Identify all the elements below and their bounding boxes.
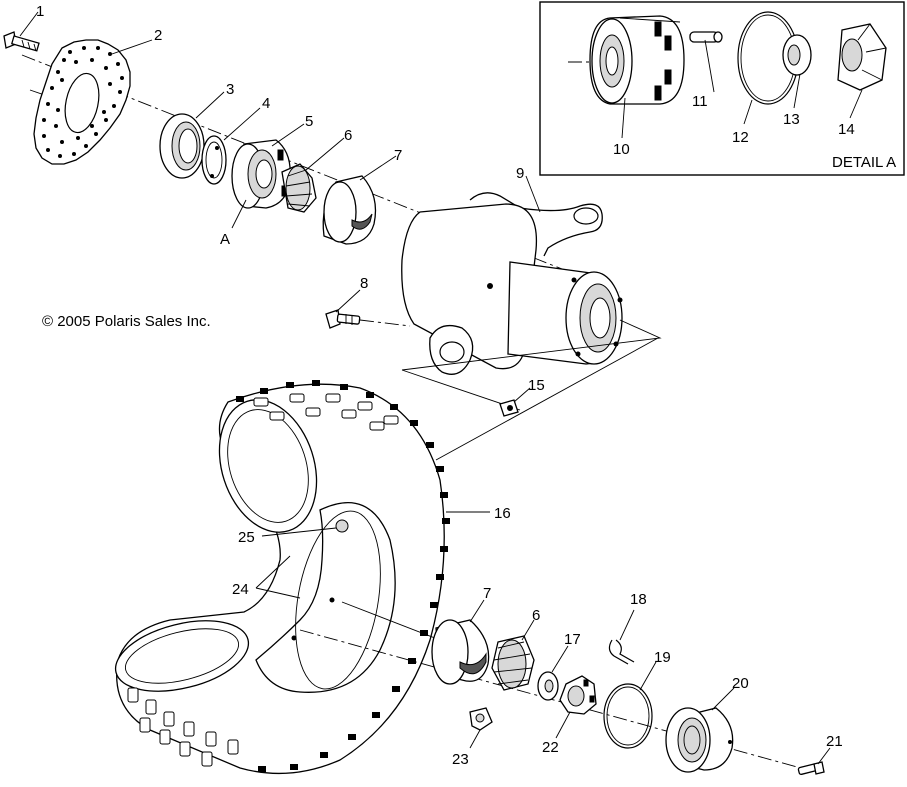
callout-10: 10: [613, 141, 630, 158]
wheel-rim-part-24: [255, 502, 396, 693]
callout-6: 6: [344, 127, 352, 144]
tire-part-16: [114, 380, 490, 775]
roller-bearing-part-6: [281, 137, 345, 213]
callout-19: 19: [654, 649, 671, 666]
callout-22: 22: [542, 739, 559, 756]
callout-20: 20: [732, 675, 749, 692]
callout-6-lower: 6: [532, 607, 540, 624]
callout-A: A: [220, 231, 230, 248]
detail-nut-part-14: [837, 23, 887, 91]
knuckle-part-9: [401, 175, 623, 375]
callout-16: 16: [494, 505, 511, 522]
callout-4: 4: [262, 95, 270, 112]
callout-1: 1: [36, 3, 44, 20]
roller-bearing-lower-part-6: [491, 619, 535, 691]
callout-7: 7: [394, 147, 402, 164]
castle-nut-part-22: [555, 675, 597, 739]
callout-18: 18: [630, 591, 647, 608]
lower-axis-line-2: [341, 601, 441, 641]
callout-11: 11: [692, 93, 708, 110]
bearing-cup-part-7: [322, 155, 397, 245]
detail-pin-part-11: [689, 31, 723, 43]
callout-12: 12: [732, 129, 749, 146]
bolt-part-8: [325, 289, 411, 329]
hub-part-5: [231, 123, 305, 229]
callout-13: 13: [783, 111, 800, 128]
o-ring-part-19: [603, 661, 657, 749]
valve-stem-part-23: [469, 707, 493, 749]
callout-24: 24: [232, 581, 249, 598]
callout-21: 21: [826, 733, 843, 750]
lower-axis-line: [299, 629, 809, 771]
detail-a-title: DETAIL A: [832, 154, 896, 171]
washer-part-17: [537, 645, 569, 701]
detail-washer-part-13: [782, 34, 812, 76]
callout-17: 17: [564, 631, 581, 648]
callout-14: 14: [838, 121, 855, 138]
screw-part-21: [797, 747, 831, 776]
callout-23: 23: [452, 751, 469, 768]
callout-2: 2: [154, 27, 162, 44]
bearing-cup-lower-part-7: [431, 599, 490, 685]
detail-hub-part-10: [568, 15, 685, 105]
detail-a-panel: DETAIL A: [539, 1, 905, 176]
copyright-notice: © 2005 Polaris Sales Inc.: [42, 313, 211, 330]
bearing-race-part-3: [159, 91, 225, 179]
callout-8: 8: [360, 275, 368, 292]
callout-9: 9: [516, 165, 524, 182]
seal-ring-part-4: [201, 107, 261, 185]
cotter-pin-part-18: [608, 609, 635, 665]
callout-3: 3: [226, 81, 234, 98]
callout-7-lower: 7: [483, 585, 491, 602]
callout-15: 15: [528, 377, 545, 394]
brake-disc-part-2: [33, 39, 153, 165]
hub-cap-part-20: [665, 687, 735, 773]
bolt-part-1: [3, 11, 40, 52]
callout-25: 25: [238, 529, 255, 546]
grease-fitting-part-15: [499, 387, 531, 417]
valve-leader: [261, 527, 337, 537]
callout-5: 5: [305, 113, 313, 130]
